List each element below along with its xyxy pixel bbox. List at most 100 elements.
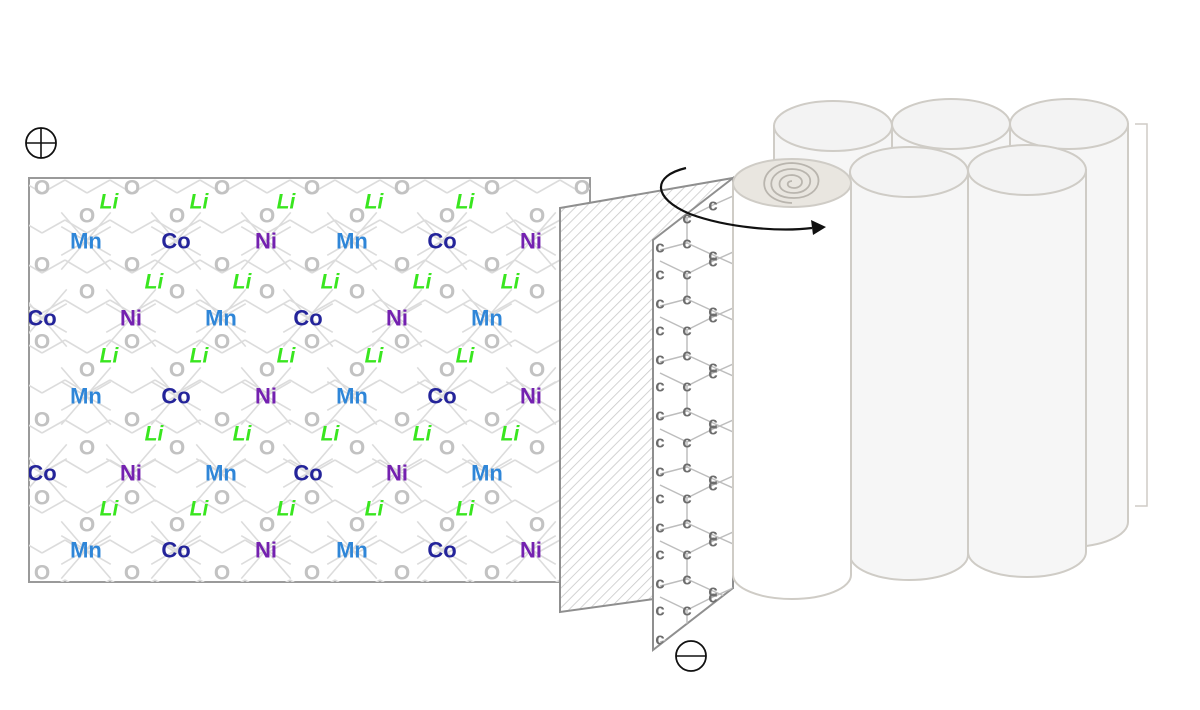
lithium-ion: Li <box>456 498 476 521</box>
oxygen-atom: O <box>124 562 140 585</box>
lithium-ion: Li <box>277 498 297 521</box>
oxygen-atom: O <box>259 281 275 304</box>
oxygen-atom: O <box>259 514 275 537</box>
oxygen-atom: O <box>124 331 140 354</box>
metal-atom: Co <box>27 306 56 331</box>
oxygen-atom: O <box>124 409 140 432</box>
lithium-ion: Li <box>190 191 210 214</box>
oxygen-atom: O <box>169 205 185 228</box>
carbon-atom: c <box>708 476 717 495</box>
metal-atom: Mn <box>70 384 102 409</box>
oxygen-atom: O <box>34 254 50 277</box>
positive-terminal <box>25 127 57 159</box>
lithium-ion: Li <box>365 191 385 214</box>
carbon-atom: c <box>682 265 691 284</box>
lattice-bonds <box>29 179 590 582</box>
oxygen-atom: O <box>439 205 455 228</box>
lithium-ion: Li <box>501 271 521 294</box>
lithium-ion: Li <box>100 345 120 368</box>
oxygen-atom: O <box>529 281 545 304</box>
oxygen-atom: O <box>574 177 590 200</box>
lithium-ion: Li <box>456 191 476 214</box>
oxygen-atom: O <box>439 359 455 382</box>
carbon-atom: c <box>682 489 691 508</box>
carbon-atom: c <box>655 545 664 564</box>
oxygen-atom: O <box>124 177 140 200</box>
oxygen-atom: O <box>439 437 455 460</box>
carbon-atom: c <box>708 252 717 271</box>
carbon-atom: c <box>682 402 691 421</box>
oxygen-atom: O <box>79 281 95 304</box>
oxygen-atom: O <box>484 254 500 277</box>
carbon-atom: c <box>655 630 664 649</box>
carbon-atom: c <box>708 638 717 657</box>
oxygen-atom: O <box>394 562 410 585</box>
carbon-atom: c <box>682 433 691 452</box>
oxygen-atom: O <box>79 205 95 228</box>
carbon-atom: c <box>708 582 717 601</box>
metal-atom: Mn <box>205 461 237 486</box>
oxygen-atom: O <box>124 254 140 277</box>
carbon-atom: c <box>655 265 664 284</box>
lithium-ion: Li <box>321 423 341 446</box>
lithium-ion: Li <box>456 345 476 368</box>
carbon-atom: c <box>708 532 717 551</box>
carbon-atom: c <box>655 433 664 452</box>
metal-atom: Co <box>427 538 456 563</box>
metal-atom: Ni <box>120 306 142 331</box>
lithium-ion: Li <box>277 191 297 214</box>
metal-atom: Mn <box>336 538 368 563</box>
oxygen-atom: O <box>214 331 230 354</box>
oxygen-atom: O <box>484 409 500 432</box>
oxygen-atom: O <box>394 254 410 277</box>
oxygen-atom: O <box>259 359 275 382</box>
carbon-atom: c <box>655 406 664 425</box>
lithium-ion: Li <box>413 271 433 294</box>
oxygen-atom: O <box>214 409 230 432</box>
oxygen-atom: O <box>529 437 545 460</box>
carbon-atom: c <box>682 458 691 477</box>
carbon-atom: c <box>655 238 664 257</box>
carbon-atom: c <box>655 294 664 313</box>
metal-atom: Mn <box>471 306 503 331</box>
lithium-ion: Li <box>233 423 253 446</box>
metal-atom: Ni <box>386 461 408 486</box>
carbon-atom: c <box>682 514 691 533</box>
carbon-atom: c <box>682 601 691 620</box>
carbon-atom: c <box>708 526 717 545</box>
lithium-ion: Li <box>100 498 120 521</box>
metal-atom: Co <box>427 229 456 254</box>
metal-atom: Ni <box>520 538 542 563</box>
lithium-ion: Li <box>365 345 385 368</box>
oxygen-atom: O <box>214 177 230 200</box>
carbon-atom: c <box>682 209 691 228</box>
metal-atom: Ni <box>386 306 408 331</box>
metal-atom: Ni <box>255 538 277 563</box>
oxygen-atom: O <box>214 487 230 510</box>
pack-bracket <box>1135 123 1148 507</box>
metal-atom: Co <box>293 461 322 486</box>
carbon-atom: c <box>655 518 664 537</box>
carbon-atom: c <box>682 570 691 589</box>
oxygen-atom: O <box>529 359 545 382</box>
carbon-atom: c <box>655 462 664 481</box>
carbon-atom: c <box>682 346 691 365</box>
lithium-ion: Li <box>190 498 210 521</box>
carbon-atom: c <box>655 350 664 369</box>
carbon-atom: c <box>655 574 664 593</box>
negative-terminal <box>675 640 707 672</box>
oxygen-atom: O <box>349 514 365 537</box>
anode-carbon-lattice: cccccccccccccccccccccccccccccccccccccccc… <box>655 192 733 657</box>
metal-atom: Co <box>161 384 190 409</box>
oxygen-atom: O <box>439 514 455 537</box>
lithium-ion: Li <box>365 498 385 521</box>
carbon-atom: c <box>708 414 717 433</box>
oxygen-atom: O <box>349 437 365 460</box>
lithium-ion: Li <box>501 423 521 446</box>
carbon-atom: c <box>682 290 691 309</box>
metal-atom: Mn <box>336 384 368 409</box>
carbon-atom: c <box>655 489 664 508</box>
metal-atom: Mn <box>205 306 237 331</box>
